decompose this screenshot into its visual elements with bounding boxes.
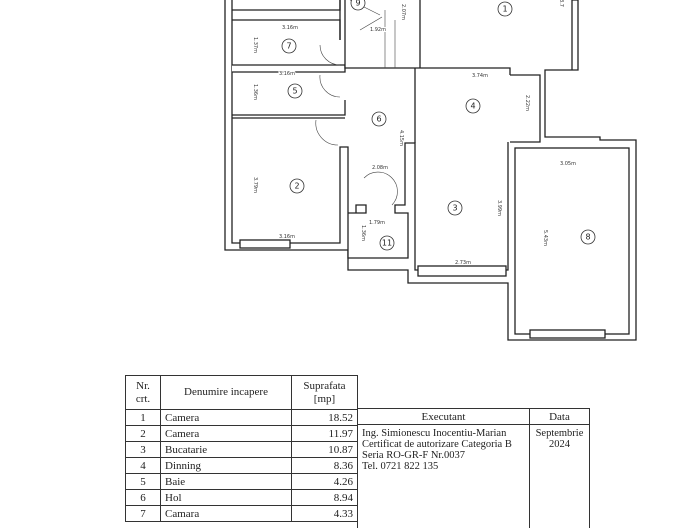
executant-table: Executant Data Ing. Simionescu Inocentiu…: [357, 408, 590, 528]
executant-header: Executant: [358, 409, 530, 425]
room-number-marker: 2: [290, 179, 304, 193]
executant-phone: Tel. 0721 822 135: [362, 461, 525, 472]
row-name: Hol: [161, 490, 292, 506]
dimension-label: 2.22m: [524, 95, 530, 111]
row-nr: 5: [126, 474, 161, 490]
project-date: Septembrie 2024: [529, 425, 589, 528]
room-number-marker: 7: [282, 39, 296, 53]
executant-header-row: Executant Data: [358, 409, 590, 425]
row-name: Baie: [161, 474, 292, 490]
dimension-label: 3.16m: [279, 71, 295, 77]
dimension-label: 1.37m: [252, 37, 258, 53]
room-number-marker: 4: [466, 99, 480, 113]
room-number: 11: [382, 239, 392, 248]
dimension-label: 2.73m: [455, 260, 471, 266]
row-area: 18.52: [292, 410, 358, 426]
room-number: 4: [470, 102, 475, 111]
row-area: 8.36: [292, 458, 358, 474]
room-number: 6: [376, 115, 381, 124]
executant-body-row: Ing. Simionescu Inocentiu-Marian Certifi…: [358, 425, 590, 528]
row-name: Dinning: [161, 458, 292, 474]
dimension-label: 3.74m: [472, 73, 488, 79]
dimension-label: 3.05m: [560, 161, 576, 167]
room-number: 8: [585, 233, 590, 242]
dimension-label: 2.08m: [372, 165, 388, 171]
room-number-marker: 9: [351, 0, 365, 10]
room-number-marker: 6: [372, 112, 386, 126]
row-area: 4.26: [292, 474, 358, 490]
dimension-label: 3.7: [558, 0, 564, 7]
dimension-label: 3.79m: [252, 177, 258, 193]
header-area: Suprafata [mp]: [292, 376, 358, 410]
row-name: Camara: [161, 506, 292, 522]
dimension-label: 1.36m: [252, 84, 258, 100]
room-number: 2: [294, 182, 299, 191]
executant-series: Seria RO-GR-F Nr.0037: [362, 450, 525, 461]
row-area: 4.33: [292, 506, 358, 522]
row-nr: 1: [126, 410, 161, 426]
row-name: Camera: [161, 410, 292, 426]
row-area: 8.94: [292, 490, 358, 506]
executant-name: Ing. Simionescu Inocentiu-Marian: [362, 428, 525, 439]
room-number: 5: [292, 87, 297, 96]
row-name: Bucatarie: [161, 442, 292, 458]
room-number: 9: [355, 0, 360, 8]
row-nr: 6: [126, 490, 161, 506]
room-number-marker: 1: [498, 2, 512, 16]
room-number: 7: [286, 42, 291, 51]
row-nr: 3: [126, 442, 161, 458]
row-nr: 2: [126, 426, 161, 442]
header-name: Denumire incapere: [161, 376, 292, 410]
dimension-label: 1.36m: [360, 225, 366, 241]
executant-details: Ing. Simionescu Inocentiu-Marian Certifi…: [358, 425, 530, 528]
dimension-label: 1.79m: [369, 220, 385, 226]
legend-header-row: Nr. crt. Denumire incapere Suprafata [mp…: [126, 376, 358, 410]
row-area: 11.97: [292, 426, 358, 442]
room-number: 1: [502, 5, 507, 14]
room-number-marker: 3: [448, 201, 462, 215]
room-number-marker: 8: [581, 230, 595, 244]
row-area: 10.87: [292, 442, 358, 458]
floor-plan: 3.16m 1.37m 3.16m 1.36m 3.79m 3.16m 2.08m 4.15m…: [0, 0, 700, 370]
dimension-label: 3.16m: [279, 234, 295, 240]
dimension-label: 2.07m: [400, 4, 406, 20]
date-header: Data: [529, 409, 589, 425]
dimension-label: 3.16m: [282, 25, 298, 31]
header-nr: Nr. crt.: [126, 376, 161, 410]
row-nr: 7: [126, 506, 161, 522]
room-legend-table: Nr. crt. Denumire incapere Suprafata [mp…: [125, 375, 358, 522]
dimension-label: 3.99m: [496, 200, 502, 216]
dimension-label: 5.43m: [542, 230, 548, 246]
dimension-label: 4.15m: [398, 130, 404, 146]
row-nr: 4: [126, 458, 161, 474]
room-number-marker: 5: [288, 84, 302, 98]
room-number-marker: 11: [380, 236, 394, 250]
executant-certificate: Certificat de autorizare Categoria B: [362, 439, 525, 450]
room-number: 3: [452, 204, 457, 213]
dimension-label: 1.92m: [370, 27, 386, 33]
row-name: Camera: [161, 426, 292, 442]
